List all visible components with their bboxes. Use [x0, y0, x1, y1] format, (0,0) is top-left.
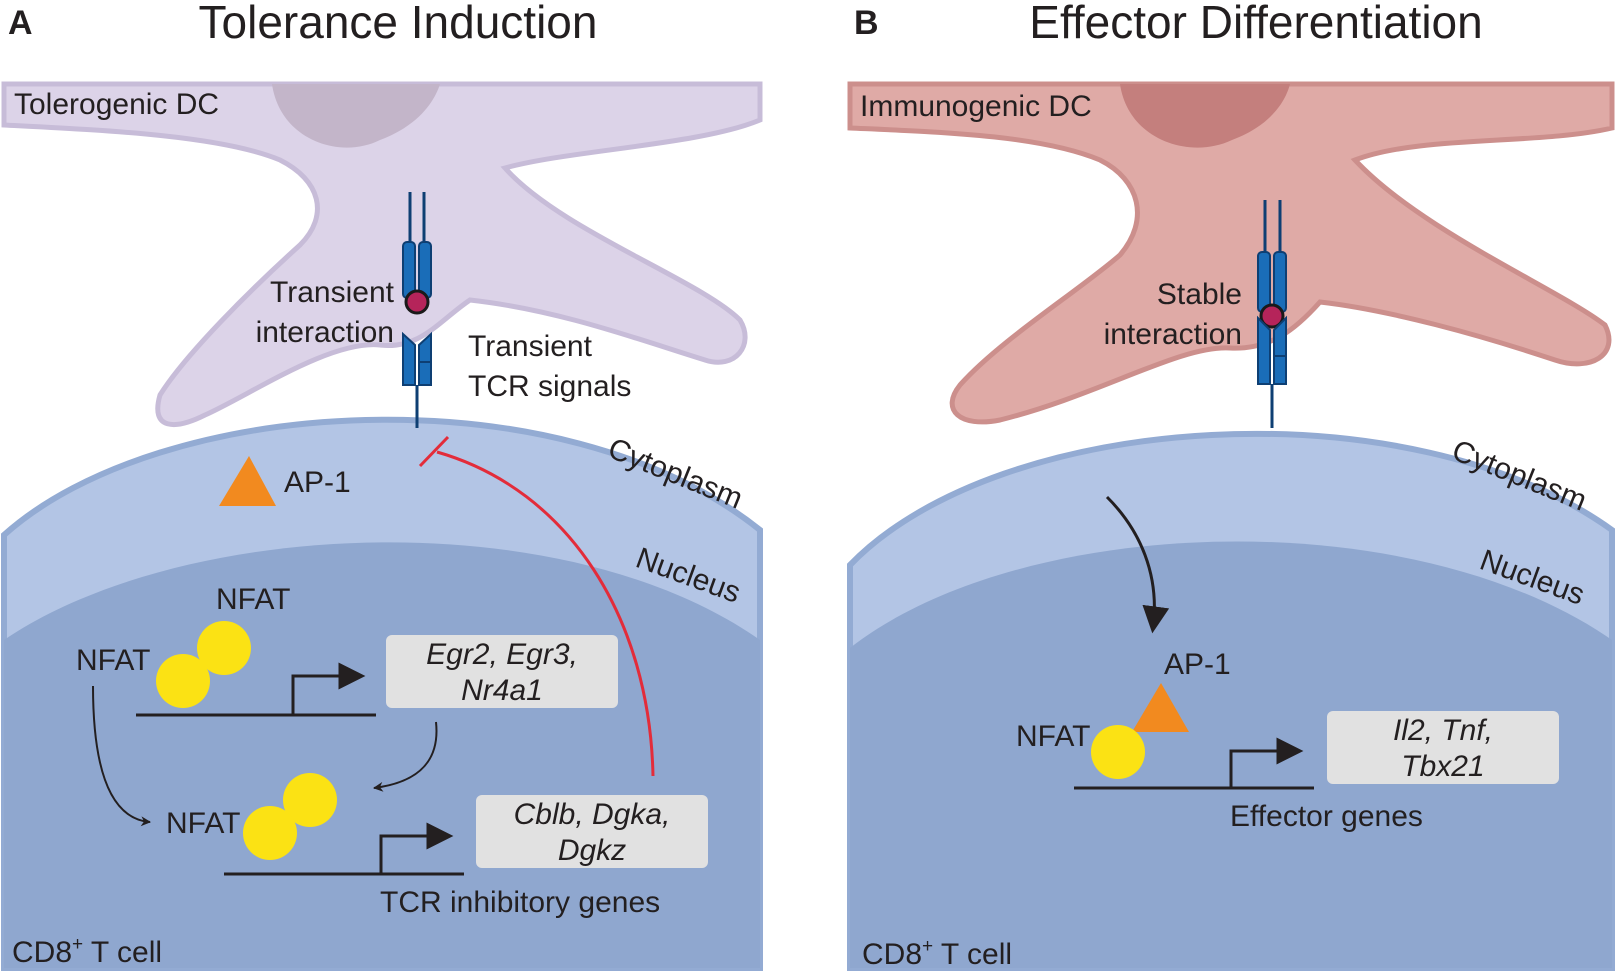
panel-b-cell-label: CD8+ T cell [862, 936, 1012, 971]
panel-a-feedback-arrow [373, 721, 438, 792]
panel-a-genes1-line1: Egr2, Egr3, [426, 638, 578, 671]
panel-b-immunogenic-dc [847, 81, 1615, 425]
panel-b-receptor [1257, 200, 1287, 428]
panel-a-cell-label: CD8+ T cell [12, 934, 162, 969]
panel-a-nfat-molecule-2 [156, 654, 210, 708]
panel-b-mhc-chain-1 [1257, 251, 1271, 313]
panel-a: A Tolerance Induction Tolerogenic DC Tra… [0, 0, 763, 971]
panel-a-promoter-arrow-2 [379, 822, 454, 874]
panel-b: B Effector Differentiation Immunogenic D… [847, 0, 1615, 971]
panel-a-inhibitory-caption: TCR inhibitory genes [380, 886, 660, 919]
panel-b-antigen-peptide [1259, 303, 1285, 329]
panel-b-letter: B [854, 4, 879, 42]
panel-a-nfat-molecule-1 [197, 621, 251, 675]
panel-b-nfat-molecule [1091, 725, 1145, 779]
panel-a-title: Tolerance Induction [199, 0, 598, 48]
panel-a-mhc-chain-1 [402, 241, 416, 299]
panel-b-dc-nucleus [1120, 84, 1290, 148]
panel-b-mhc-chain-2 [1273, 251, 1287, 313]
panel-a-nfat-arrow [92, 685, 151, 827]
panel-b-tcr-chain-1 [1257, 315, 1271, 385]
panel-b-interaction-line2: interaction [1104, 318, 1242, 351]
panel-a-dc-body [1, 81, 763, 428]
panel-a-tcr-signal-line2: TCR signals [468, 370, 631, 403]
panel-a-nfat-top-label: NFAT [216, 583, 290, 616]
panel-a-genes2-line1: Cblb, Dgka, [514, 798, 671, 831]
panel-a-nfat-molecule-4 [243, 806, 297, 860]
panel-a-dc-nucleus [272, 84, 440, 148]
panel-a-nfat-molecule-3 [283, 773, 337, 827]
panel-a-dc-label: Tolerogenic DC [14, 88, 219, 121]
panel-b-effector-caption: Effector genes [1230, 800, 1423, 833]
panel-a-tcr-chain-2 [418, 331, 432, 386]
panel-b-dc-label: Immunogenic DC [860, 90, 1092, 123]
panel-a-tcr-chain-1 [402, 331, 416, 386]
panel-a-inhibition-arc [436, 450, 655, 777]
panel-a-genes1-line2: Nr4a1 [461, 674, 543, 707]
panel-a-ap1-label: AP-1 [284, 466, 351, 499]
panel-a-tolerogenic-dc [1, 81, 763, 428]
panel-b-genes-line1: Il2, Tnf, [1393, 714, 1493, 747]
panel-b-dc-body [847, 81, 1615, 425]
panel-a-receptor [402, 192, 432, 428]
panel-a-nfat-left-label: NFAT [76, 644, 150, 677]
panel-b-ap1-triangle [1132, 683, 1189, 732]
panel-a-promoter-arrow-1 [291, 662, 366, 715]
panel-a-gene-box-1 [386, 635, 618, 708]
panel-a-mhc-chain-2 [418, 241, 432, 299]
panel-a-antigen-peptide [404, 289, 430, 315]
panel-a-inhibition-bar [418, 435, 450, 468]
panel-a-ap1-triangle [219, 456, 276, 506]
panel-a-interaction-line2: interaction [256, 316, 394, 349]
panel-a-tcr-signal-line1: Transient [468, 330, 593, 363]
panel-b-gene-box [1327, 711, 1559, 784]
panel-b-interaction-line1: Stable [1157, 278, 1242, 311]
panel-b-t-cell [847, 431, 1615, 971]
panel-b-tcr-chain-2 [1273, 315, 1287, 385]
panel-a-nfat-bottom-label: NFAT [166, 807, 240, 840]
panel-b-title: Effector Differentiation [1029, 0, 1482, 48]
panel-b-nfat-label: NFAT [1016, 720, 1090, 753]
panel-a-genes2-line2: Dgkz [558, 834, 626, 867]
panel-a-gene-box-2 [476, 795, 708, 868]
panel-b-signal-arrow [1105, 495, 1170, 634]
panel-b-promoter-arrow [1229, 737, 1304, 788]
panel-a-letter: A [8, 4, 33, 42]
panel-a-interaction-line1: Transient [270, 276, 395, 309]
panel-b-genes-line2: Tbx21 [1401, 750, 1484, 783]
panel-b-ap1-label: AP-1 [1164, 648, 1231, 681]
